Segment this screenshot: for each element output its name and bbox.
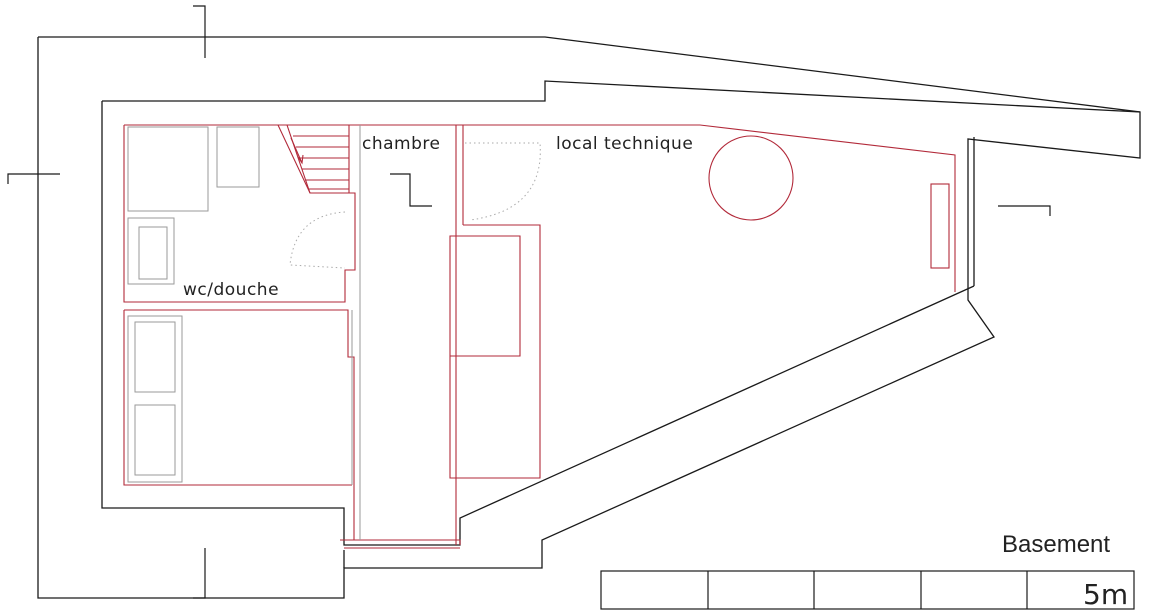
interior-partitions (123, 124, 956, 549)
wardrobe-door-1 (134, 321, 176, 393)
door-swing-technique (465, 142, 541, 221)
label-technique: local technique (556, 134, 693, 154)
entry-step (340, 539, 461, 545)
fixtures (127, 125, 361, 540)
room-outline-technique (278, 124, 956, 292)
scale-bar-frame (600, 570, 1135, 610)
room-outline-bed (123, 310, 352, 486)
section-marker-left (7, 173, 60, 184)
label-wc: wc/douche (183, 280, 279, 300)
scale-bar: 5m (600, 570, 1135, 611)
scale-bar-label: 5m (1083, 578, 1128, 611)
staircase (286, 124, 350, 194)
section-markers (7, 5, 1051, 599)
plan-title: Basement (1002, 531, 1110, 558)
storage-block (449, 224, 541, 479)
stair-arrow (290, 137, 304, 165)
shower-tray (127, 126, 209, 212)
inner-wall-left (101, 101, 975, 546)
section-marker-bottom (193, 548, 206, 599)
wardrobe-door-2 (134, 404, 176, 476)
washbasin (216, 126, 260, 188)
section-marker-right (998, 205, 1051, 216)
toilet-bowl (138, 226, 168, 280)
inner-wall-outline (102, 80, 1141, 113)
door-swing-wc (289, 211, 346, 269)
door-swings (289, 142, 541, 269)
section-marker-top (193, 5, 206, 58)
section-marker-center (390, 173, 432, 207)
boiler-tank (708, 135, 794, 221)
stair-outline (286, 124, 350, 194)
wall-cabinet (930, 183, 950, 269)
room-outline-wc (123, 124, 356, 303)
label-chambre: chambre (362, 134, 440, 154)
outer-wall-outline (37, 36, 1141, 599)
outer-walls (37, 36, 1141, 599)
toilet-tank (127, 217, 175, 285)
room-outline-chambre-west (124, 309, 355, 540)
wardrobe (127, 315, 183, 483)
